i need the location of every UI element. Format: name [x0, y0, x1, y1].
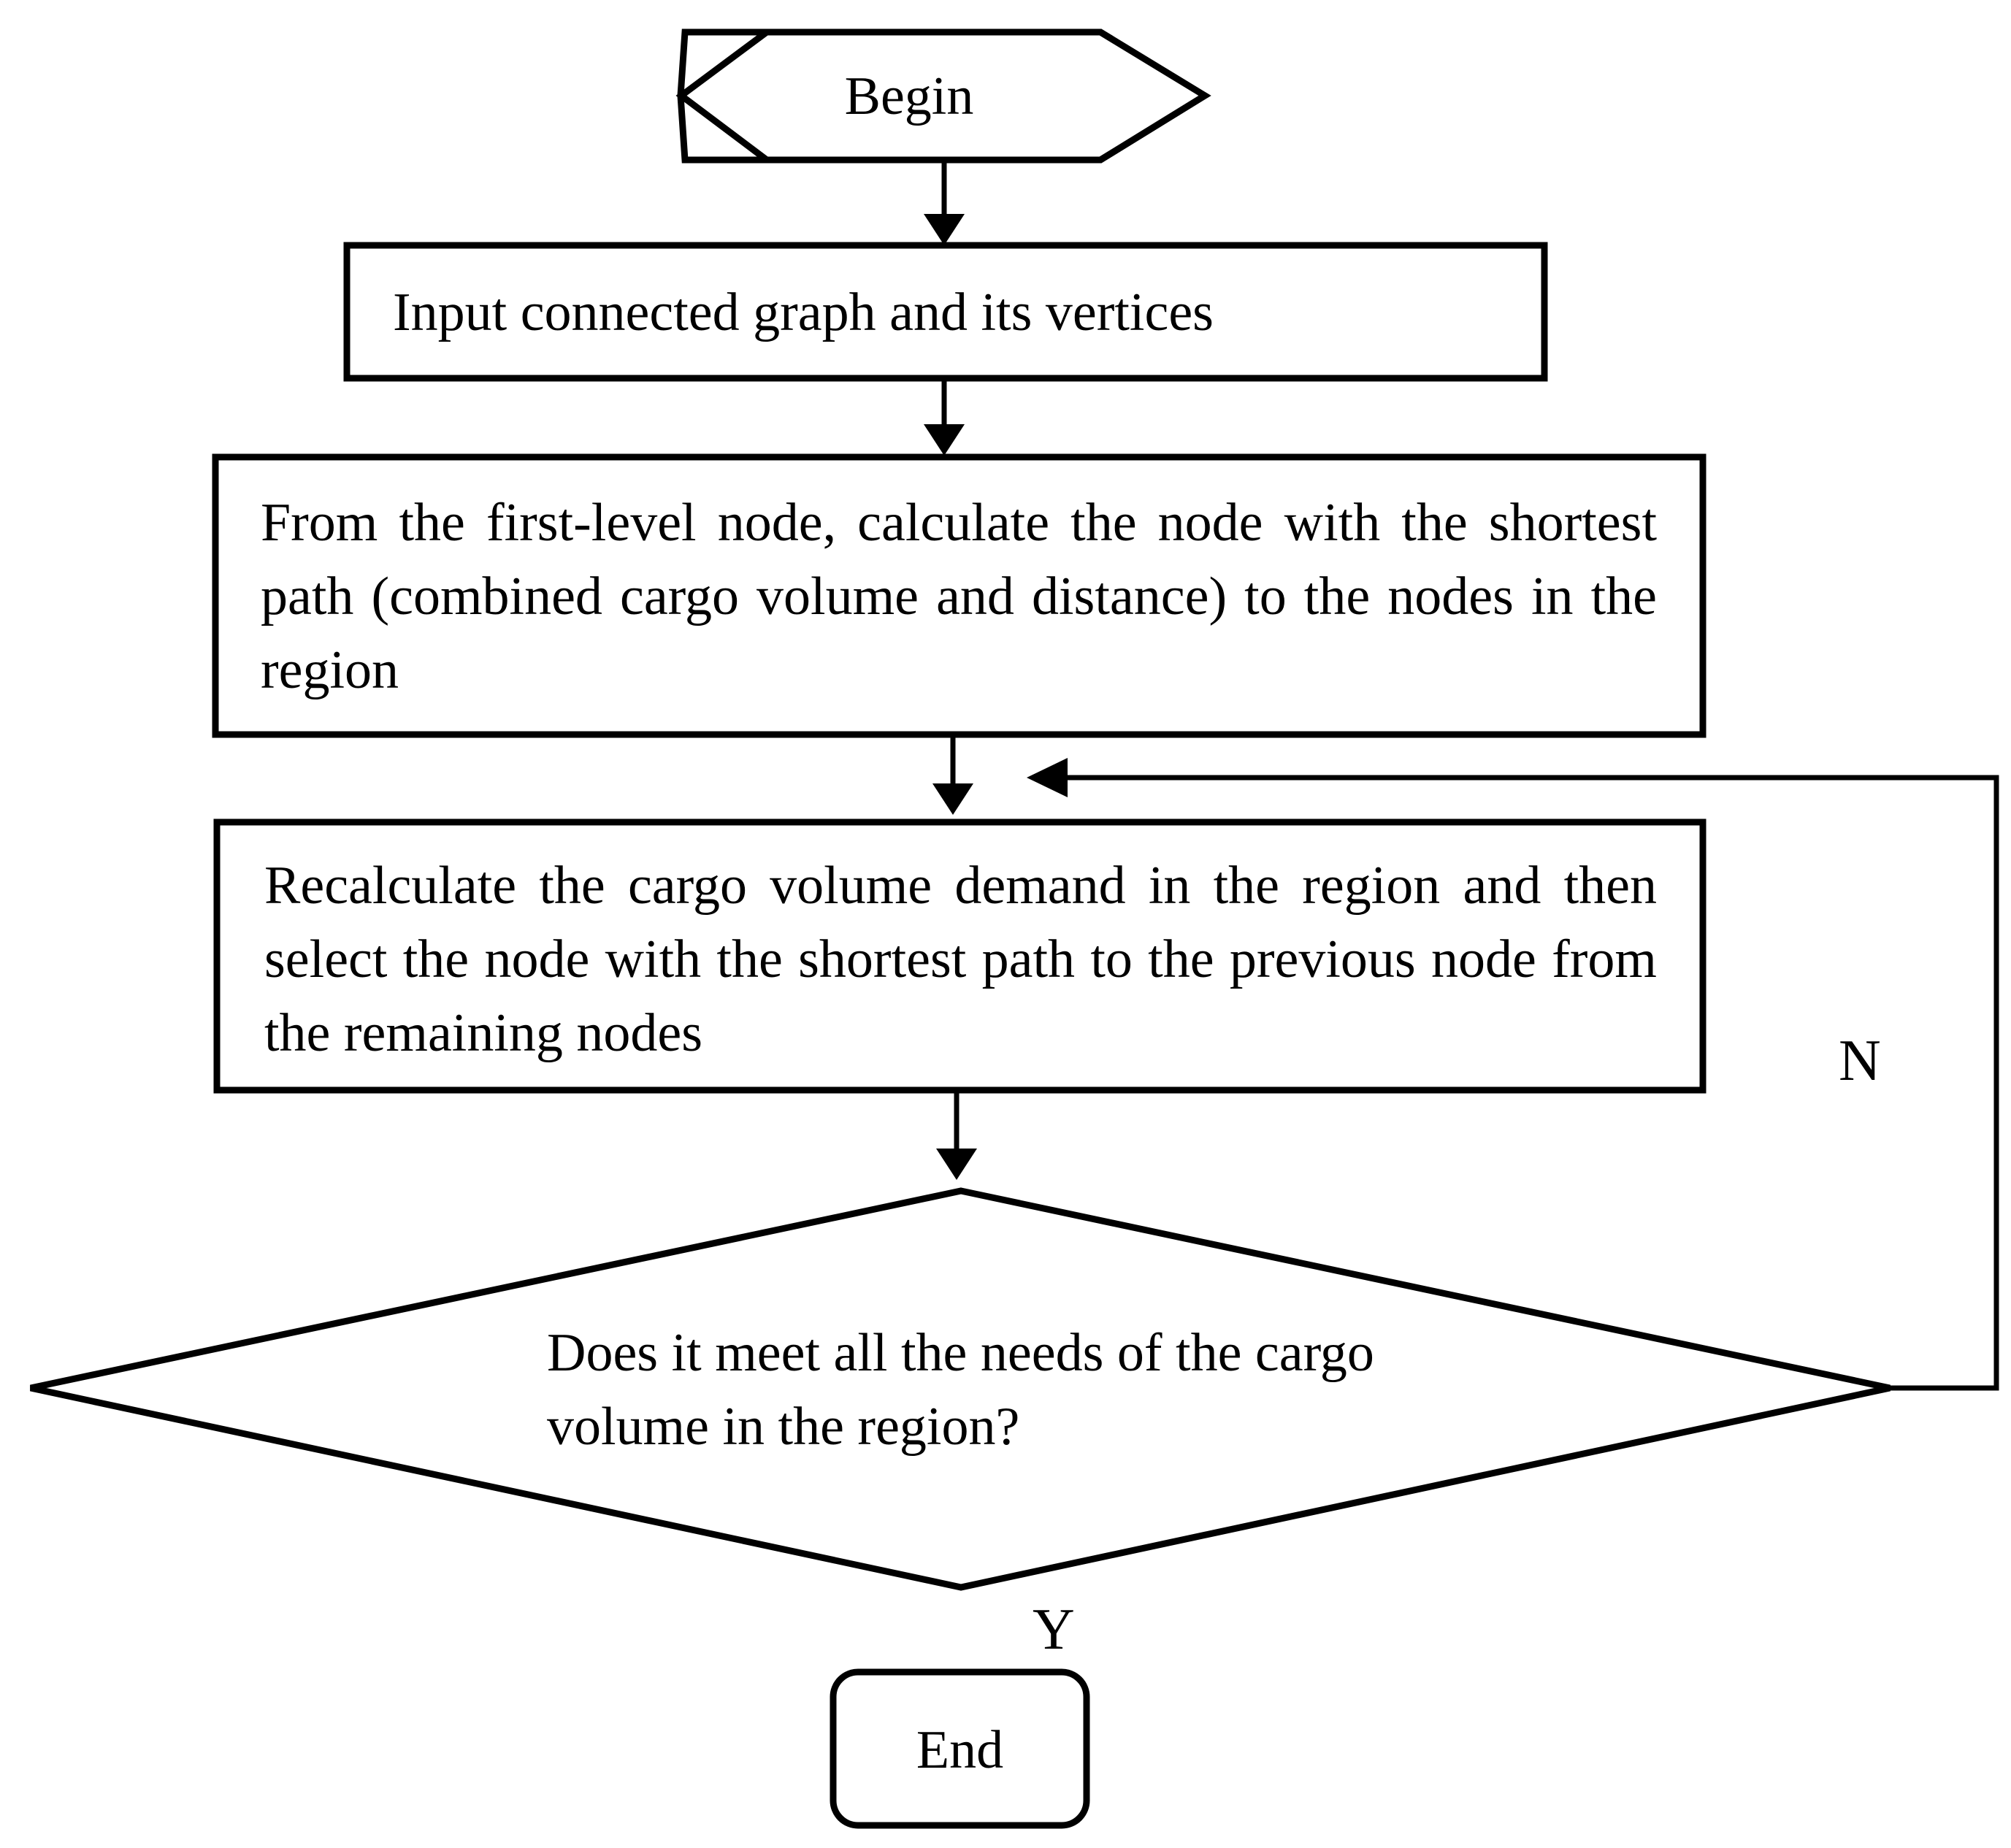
- decision-diamond: [30, 1187, 1891, 1591]
- end-terminator-box: [830, 1668, 1090, 1829]
- arrowhead-input-to-first-level: [924, 424, 965, 456]
- recalculate-label: Recalculate the cargo volume demand in t…: [264, 856, 1657, 1063]
- loop-back-connector: [1059, 775, 1999, 1391]
- end-label: End: [916, 1720, 1004, 1780]
- first-level-label: From the first-level node, calculate the…: [261, 493, 1657, 700]
- input-process-box: [343, 242, 1548, 382]
- first-level-process-box: [212, 453, 1707, 738]
- decision-label: Does it meet all the needs of the cargo …: [547, 1323, 1374, 1457]
- recalculate-process-box: [213, 818, 1707, 1094]
- arrowhead-begin-to-input: [924, 214, 965, 245]
- arrowhead-first-level-to-recalculate: [932, 783, 973, 815]
- no-branch-label: N: [1839, 1029, 1881, 1093]
- begin-terminator-outline: [675, 28, 1211, 164]
- begin-label: Begin: [844, 66, 974, 126]
- arrowhead-recalculate-to-decision: [936, 1149, 977, 1180]
- yes-branch-label: Y: [1033, 1598, 1075, 1662]
- arrowhead-loop-back: [1027, 758, 1068, 797]
- input-label: Input connected graph and its vertices: [393, 283, 1214, 342]
